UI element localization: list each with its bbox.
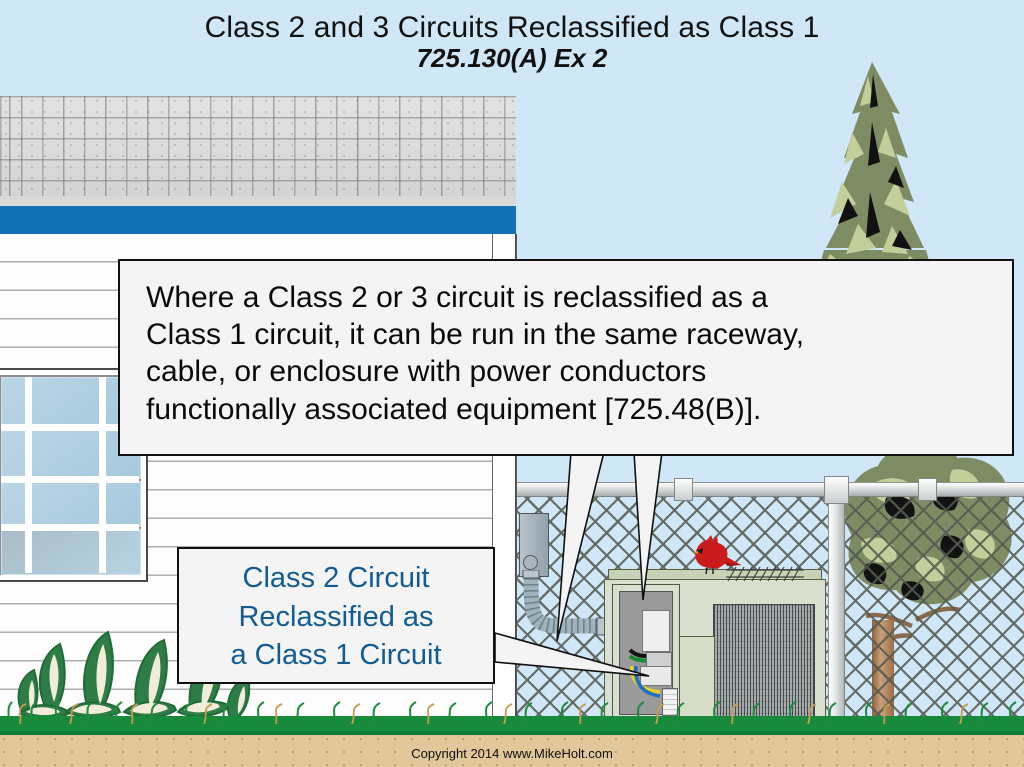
page-title: Class 2 and 3 Circuits Reclassified as C… [0,11,1024,74]
grass-edge-line [0,731,1024,735]
main-text-line-4: functionally associated equipment [725.4… [146,392,762,426]
rail-sleeve [918,478,937,501]
enclosure-backplate [619,591,678,716]
ac-fan-grille [726,566,804,582]
fence-post [828,480,845,728]
grass-blades [7,701,1017,724]
main-text-line-2: Class 1 circuit, it can be run in the sa… [146,318,805,352]
window-mullion [1,476,139,483]
ac-condenser-coil [713,604,815,726]
title-line-2: 725.130(A) Ex 2 [416,43,608,74]
cardinal-bird [693,535,742,575]
grass-strip [0,716,1024,734]
rail-sleeve [674,478,693,501]
window-frame-inner [0,375,141,575]
copyright-text: Copyright 2014 www.MikeHolt.com [411,746,613,761]
window-mullion [1,524,139,531]
enclosure-wiring [628,648,661,698]
blue-text-line-3: a Class 1 Circuit [230,639,442,672]
sand-border [0,734,1024,767]
window-pane [1,529,141,575]
disconnect-knob [523,555,538,570]
window-mullion [1,424,139,431]
code-explanation-callout: Where a Class 2 or 3 circuit is reclassi… [118,259,1014,456]
fence-post-cap [824,476,849,504]
shingle-tab-lines [0,96,516,196]
blue-text-line-2: Reclassified as [238,600,434,633]
flexible-liquidtight-conduit [522,570,608,636]
class-2-circuit-label: Class 2 Circuit Reclassified as a Class … [177,547,495,684]
main-text-line-1: Where a Class 2 or 3 circuit is reclassi… [146,281,768,314]
main-text-line-3: cable, or enclosure with power conductor… [146,355,707,389]
title-line-1: Class 2 and 3 Circuits Reclassified as C… [204,11,820,44]
fence-top-rail [506,482,1024,497]
window-pane [1,481,141,527]
blue-fascia-board [0,206,516,235]
window-mullion [25,377,32,573]
blue-text-line-1: Class 2 Circuit [242,562,430,594]
window-mullion [99,377,106,573]
window-pane [1,377,141,427]
asphalt-shingle-roof [0,96,516,197]
terminal-block [662,688,678,716]
